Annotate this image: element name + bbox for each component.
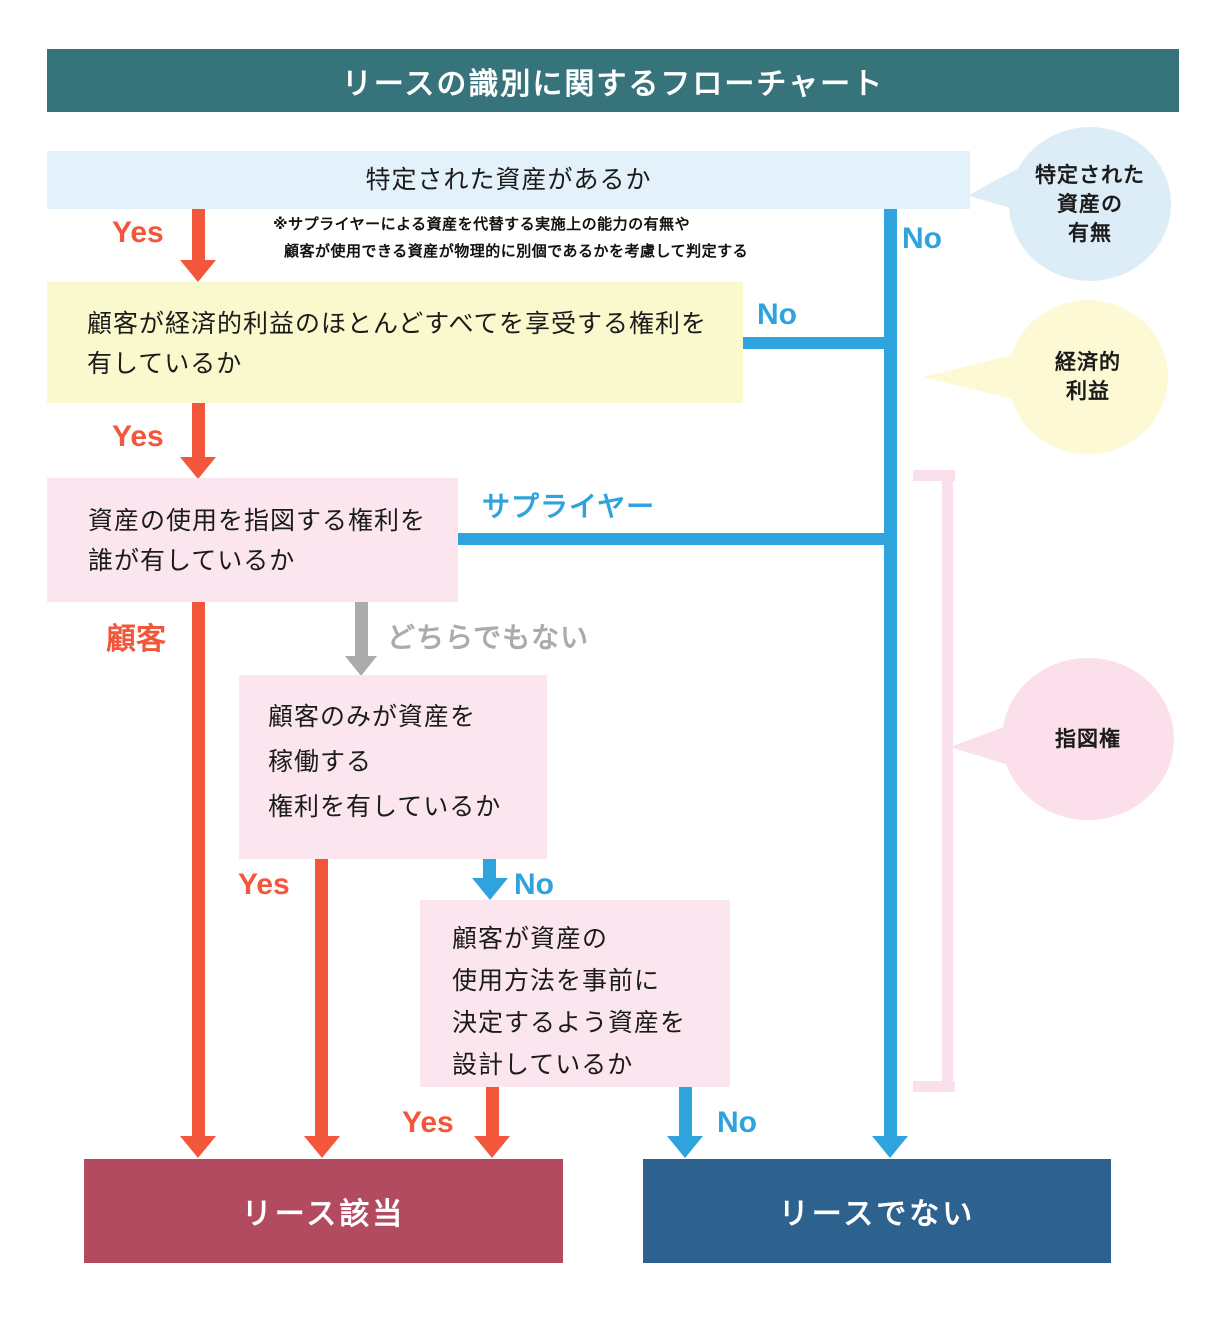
no-connector-long-line xyxy=(884,209,897,1136)
no-connector-2-line xyxy=(743,337,890,349)
no-arrow-4-line xyxy=(483,859,496,878)
node-direction-right-line2: 誰が有しているか xyxy=(88,547,296,575)
customer-arrow-line xyxy=(192,602,205,1136)
flowchart-title: リースの識別に関するフローチャート xyxy=(341,67,885,101)
node-design-predetermined-line3: 決定するよう資産を xyxy=(452,1009,687,1037)
result-lease-text: リース該当 xyxy=(241,1198,406,1231)
title-bar: リースの識別に関するフローチャート xyxy=(47,49,1179,112)
bubble-identified-asset-line1: 特定された xyxy=(1035,163,1145,187)
bracket-vertical xyxy=(942,470,953,1092)
result-not-lease-text: リースでない xyxy=(778,1198,976,1231)
node-direction-right: 資産の使用を指図する権利を 誰が有しているか xyxy=(47,478,458,602)
yes-arrow-5-line xyxy=(486,1087,499,1136)
node-operate-right-line1: 顧客のみが資産を xyxy=(268,703,477,731)
bubble-economic-benefit: 経済的 利益 xyxy=(1008,300,1168,454)
yes-label-5: Yes xyxy=(402,1106,454,1139)
node-operate-right-line3: 権利を有しているか xyxy=(268,793,502,821)
yes-arrow-4-line xyxy=(315,859,328,1136)
no-connector-arrowhead-icon xyxy=(872,1136,908,1158)
node-economic-benefit: 顧客が経済的利益のほとんどすべてを享受する権利を 有しているか xyxy=(47,282,743,403)
customer-arrow-arrowhead-icon xyxy=(180,1136,216,1158)
yes-label-1: Yes xyxy=(112,216,164,249)
bubble-direction-right-line1: 指図権 xyxy=(1055,727,1121,751)
no-arrow-5-arrowhead-icon xyxy=(667,1136,703,1158)
bubble-identified-asset-line3: 有無 xyxy=(1068,221,1112,245)
node-economic-benefit-line2: 有しているか xyxy=(87,350,243,378)
node-identified-asset-text: 特定された資産があるか xyxy=(365,166,652,194)
supplier-label: サプライヤー xyxy=(482,491,656,522)
yes-arrow-4-arrowhead-icon xyxy=(304,1136,340,1158)
supplier-connector-line xyxy=(458,533,890,545)
yes-label-2: Yes xyxy=(112,420,164,453)
neither-arrow-arrowhead-icon xyxy=(345,656,377,676)
node-identified-asset: 特定された資産があるか xyxy=(47,151,970,209)
no-label-4: No xyxy=(514,868,554,901)
yes-label-4: Yes xyxy=(238,868,290,901)
no-label-2: No xyxy=(757,298,797,331)
bubble-economic-benefit-tail-icon xyxy=(922,354,1014,400)
node-design-predetermined-line4: 設計しているか xyxy=(452,1051,634,1079)
node-design-predetermined-line2: 使用方法を事前に xyxy=(452,967,661,995)
bubble-identified-asset: 特定された 資産の 有無 xyxy=(1009,127,1171,281)
bubble-identified-asset-line2: 資産の xyxy=(1057,192,1123,216)
result-not-lease: リースでない xyxy=(643,1159,1111,1263)
bubble-economic-benefit-line1: 経済的 xyxy=(1055,351,1121,374)
node-economic-benefit-line1: 顧客が経済的利益のほとんどすべてを享受する権利を xyxy=(87,310,708,338)
no-label-5: No xyxy=(717,1106,757,1139)
yes-arrow-5-arrowhead-icon xyxy=(474,1136,510,1158)
node-operate-right: 顧客のみが資産を 稼働する 権利を有しているか xyxy=(239,675,547,859)
node-design-predetermined: 顧客が資産の 使用方法を事前に 決定するよう資産を 設計しているか xyxy=(420,900,730,1087)
node-operate-right-line2: 稼働する xyxy=(268,748,373,776)
no-arrow-4-arrowhead-icon xyxy=(472,878,508,900)
no-arrow-5-line xyxy=(679,1087,692,1136)
bracket-bottom-arm xyxy=(913,1081,955,1092)
yes-arrow-2-line xyxy=(192,403,205,457)
bubble-direction-right: 指図権 xyxy=(1002,658,1174,820)
result-lease: リース該当 xyxy=(84,1159,563,1263)
bubble-economic-benefit-line2: 利益 xyxy=(1066,380,1110,403)
node-design-predetermined-line1: 顧客が資産の xyxy=(452,925,609,953)
yes-arrow-2-arrowhead-icon xyxy=(180,457,216,479)
yes-arrow-1-arrowhead-icon xyxy=(180,260,216,282)
neither-label: どちらでもない xyxy=(387,622,590,653)
note-line-1: ※サプライヤーによる資産を代替する実施上の能力の有無や xyxy=(273,216,691,233)
customer-label: 顧客 xyxy=(106,623,166,656)
yes-arrow-1-line xyxy=(192,209,205,260)
bracket-top-arm xyxy=(913,470,955,481)
no-label-top: No xyxy=(902,222,942,255)
neither-arrow-line xyxy=(355,602,368,656)
note-line-2: 顧客が使用できる資産が物理的に別個であるかを考慮して判定する xyxy=(284,243,749,260)
node-direction-right-line1: 資産の使用を指図する権利を xyxy=(88,507,427,535)
